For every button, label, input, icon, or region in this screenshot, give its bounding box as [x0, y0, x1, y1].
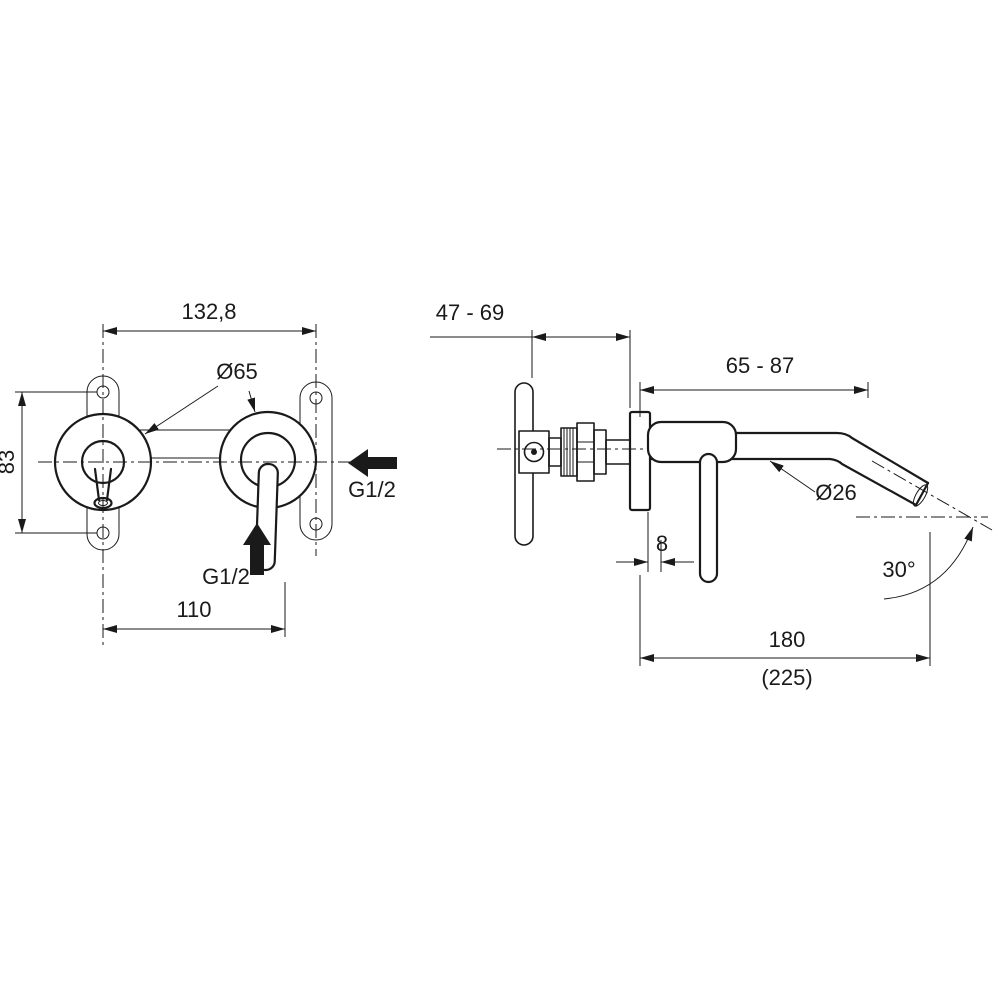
- dim-width-bottom: 110: [103, 582, 286, 637]
- dim-width-top-label: 132,8: [181, 299, 236, 324]
- dim-install-depth: 47 - 69: [430, 300, 631, 408]
- dim-projection-label: 65 - 87: [726, 353, 795, 378]
- spout-side: [648, 431, 930, 507]
- thread-hatch: [563, 428, 574, 476]
- dim-spout-length: 180 (225): [639, 532, 931, 690]
- dim-escutcheon-diameter: Ø65: [144, 359, 258, 435]
- handle-lever-side: [698, 452, 719, 584]
- dim-install-depth-label: 47 - 69: [436, 300, 505, 325]
- dim-spout-length-alt-label: (225): [761, 665, 812, 690]
- concealed-valve-body: [548, 422, 635, 482]
- dim-width-top: 132,8: [103, 299, 316, 335]
- spout-mouth: [914, 481, 930, 507]
- dim-projection: 65 - 87: [639, 353, 869, 417]
- dim-width-bottom-label: 110: [176, 597, 211, 622]
- handle-escutcheon-front: [218, 410, 318, 572]
- dim-gap-label: 8: [656, 531, 668, 556]
- inlet-right: G1/2: [348, 449, 397, 502]
- dim-spout-diameter-label: Ø26: [815, 480, 857, 505]
- handle-side: [646, 420, 738, 584]
- inlet-arrow-up-icon: [243, 523, 271, 575]
- inlet-arrow-left-icon: [348, 449, 397, 477]
- handle-base-side: [646, 420, 738, 464]
- wall-fixing-plate: [514, 382, 550, 546]
- thread-bottom-label: G1/2: [202, 564, 250, 589]
- dim-gap: 8: [616, 512, 694, 572]
- dim-spout-angle: 30°: [856, 460, 993, 600]
- escutcheon-side: [628, 410, 652, 512]
- inlet-bottom: G1/2: [202, 523, 271, 589]
- dim-spout-angle-label: 30°: [882, 557, 915, 582]
- dim-height-left-label: 83: [0, 450, 19, 474]
- dim-spout-length-label: 180: [769, 627, 806, 652]
- dim-spout-diameter: Ø26: [769, 460, 857, 505]
- dim-escutcheon-diameter-label: Ø65: [216, 359, 258, 384]
- side-view-drawing: 47 - 69 65 - 87 Ø26 8 30°: [430, 300, 993, 690]
- front-view-drawing: 132,8 Ø65 83 110 G1/2 G1/2: [0, 299, 397, 648]
- dim-height-left: 83: [0, 391, 97, 534]
- fixing-screw: [523, 441, 545, 463]
- spout-front: [93, 467, 113, 502]
- thread-right-label: G1/2: [348, 477, 396, 502]
